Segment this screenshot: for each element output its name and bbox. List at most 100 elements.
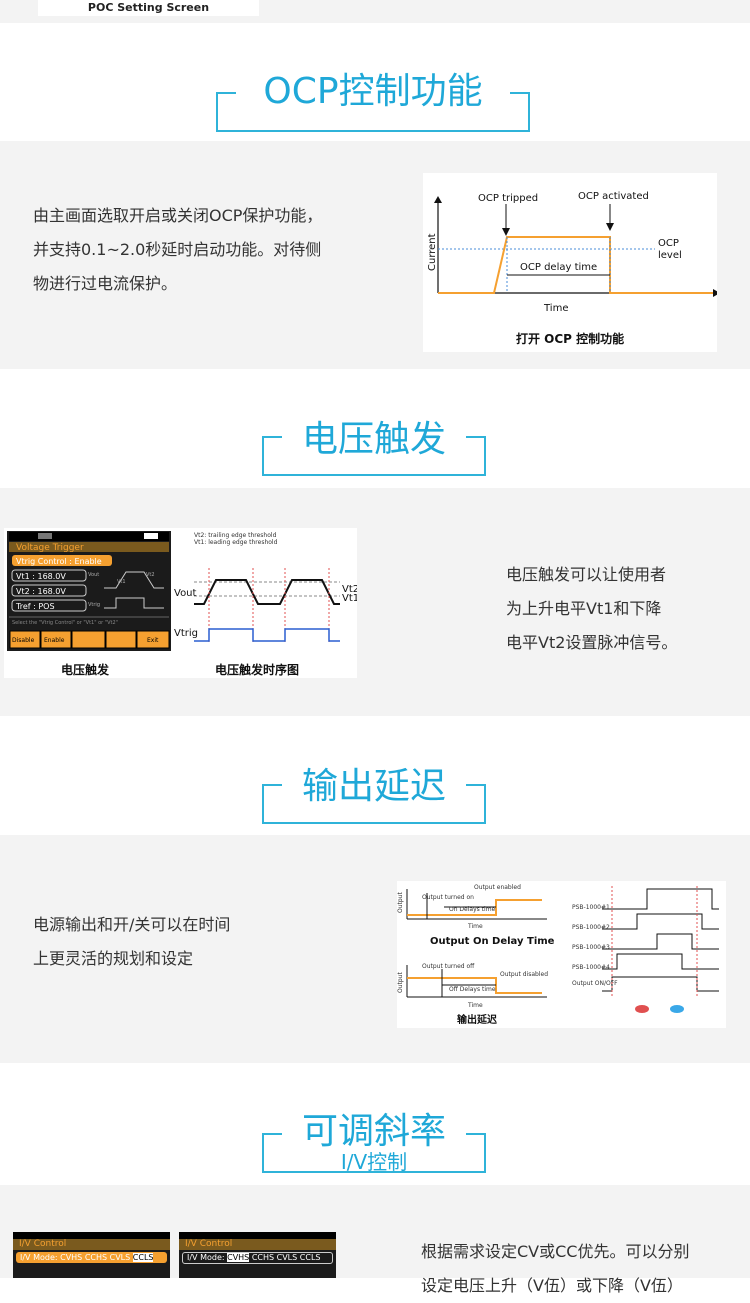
iv-mode-option: CCHS [84, 1253, 108, 1262]
screen-vout-wave [104, 571, 164, 589]
timing-note-vt1: Vt1: leading edge threshold [194, 539, 278, 546]
iv-mode-option-selected: CVHS [227, 1253, 250, 1262]
vtrig-heading: 电压触发 [301, 419, 446, 460]
timing-note-vt2: Vt2: trailing edge threshold [194, 532, 277, 539]
vtrig-caption-left: 电压触发 [61, 662, 110, 677]
delay-desc-line: 上更灵活的规划和设定 [33, 949, 194, 968]
delay-section: 电源输出和开/关可以在时间 上更灵活的规划和设定 Output turned o… [0, 835, 750, 1063]
iv-mode-option: CVLS [276, 1253, 298, 1262]
output-turned-off-label: Output turned off [422, 963, 475, 970]
off-output-label: Output [397, 972, 404, 993]
current-label: Current [427, 233, 438, 271]
screen-hint: Select the "Vtrig Control" or "Vt1" or "… [12, 620, 118, 626]
ocp-level-label-2: level [658, 250, 682, 261]
slew-description: 根据需求设定CV或CC优先。可以分别 设定电压上升（V伍）或下降（V伍） [421, 1235, 746, 1303]
vt1-field [11, 569, 87, 582]
delay-diagram: Output turned on Output enabled On Delay… [397, 884, 719, 1026]
iv-screen-right: I/V Control I/V Mode: CVHS CCHS CVLS CCL… [179, 1232, 336, 1278]
delay-caption: 输出延迟 [457, 1013, 497, 1026]
tref-field [11, 599, 87, 612]
on-output-label: Output [397, 892, 404, 913]
screen-status-bar [9, 532, 169, 541]
vtrig-figure: Voltage Trigger Vtrig Control : Enable V… [4, 528, 359, 678]
vtrig-description: 电压触发可以让使用者 为上升电平Vt1和下降 电平Vt2设置脉冲信号。 [506, 558, 736, 660]
ocp-level-label: OCP [658, 238, 679, 249]
iv-header-left: I/V Control [13, 1239, 170, 1250]
vtrig-control-field [12, 555, 112, 566]
psb-wave-1 [602, 888, 719, 910]
softkey-blank-1 [71, 630, 106, 649]
vt1-text: Vt1 : 168.0V [16, 572, 66, 581]
on-delay-title: Output On Delay Time [430, 936, 555, 947]
slew-section: I/V Control I/V Mode: CVHS CCHS CVLS CCL… [0, 1185, 750, 1295]
vtrig-desc-line: 为上升电平Vt1和下降 [506, 599, 662, 618]
timing-vt1-label: Vt1 [342, 593, 357, 604]
ocp-delay-label: OCP delay time [520, 262, 597, 273]
psb-label-4: PSB-1000#4 [572, 964, 610, 971]
timing-vtrig-label: Vtrig [174, 628, 198, 639]
softkey-exit [136, 630, 170, 649]
ocp-heading-frame [216, 92, 530, 132]
ocp-section: 由主画面选取开启或关闭OCP保护功能， 并支持0.1~2.0秒延时启动功能。对待… [0, 141, 750, 369]
ocp-description: 由主画面选取开启或关闭OCP保护功能， 并支持0.1~2.0秒延时启动功能。对待… [33, 199, 393, 301]
iv-mode-option-selected: CCLS [132, 1253, 154, 1262]
output-disabled-label: Output disabled [500, 971, 548, 978]
vtrig-control-text: Vtrig Control : Enable [16, 557, 102, 566]
psb-label-2: PSB-1000#2 [572, 924, 610, 931]
vtrig-diagram: Voltage Trigger Vtrig Control : Enable V… [7, 531, 359, 677]
slew-heading: 可调斜率 [301, 1111, 446, 1152]
activated-arrowhead [606, 223, 614, 231]
psb-label-1: PSB-1000#1 [572, 904, 610, 911]
vtrig-section: Voltage Trigger Vtrig Control : Enable V… [0, 488, 750, 716]
current-trace [438, 236, 713, 294]
softkey-enable [40, 630, 72, 649]
ocp-desc-line: 由主画面选取开启或关闭OCP保护功能， [33, 206, 323, 225]
ocp-desc-line: 并支持0.1~2.0秒延时启动功能。对待侧 [33, 240, 322, 259]
status-icons [144, 533, 158, 539]
vt2-field [11, 584, 87, 597]
iv-screen-left: I/V Control I/V Mode: CVHS CCHS CVLS CCL… [13, 1232, 170, 1278]
vt2-text: Vt2 : 168.0V [16, 587, 66, 596]
delay-heading-frame [262, 784, 486, 824]
softkey-row: Disable Enable Exit [9, 630, 170, 649]
ocp-heading: OCP控制功能 [263, 71, 483, 112]
slew-heading-frame [262, 1133, 486, 1173]
vtrig-desc-line: 电平Vt2设置脉冲信号。 [506, 633, 678, 652]
legend-red-dot [635, 1005, 649, 1013]
softkey-disable-label: Disable [12, 637, 35, 644]
iv-header-right: I/V Control [179, 1239, 336, 1250]
psb-wave-3 [602, 933, 719, 950]
delay-heading: 输出延迟 [301, 766, 446, 807]
softkey-enable-label: Enable [44, 637, 65, 644]
vout-wave [194, 579, 340, 605]
timing-vout-label: Vout [174, 588, 197, 599]
softkey-exit-label: Exit [147, 637, 159, 644]
on-delay-label: On Delays time [449, 906, 496, 913]
status-tab [38, 533, 52, 539]
slew-subheading: I/V控制 [340, 1150, 408, 1174]
delay-figure: Output turned on Output enabled On Delay… [397, 881, 726, 1028]
iv-mode-label: I/V Mode: [187, 1253, 225, 1262]
off-delay-label: Off Delays time [449, 986, 496, 993]
iv-mode-option: CCHS [251, 1253, 275, 1262]
tripped-arrowhead [502, 228, 510, 236]
iv-mode-right: I/V Mode: CVHS CCHS CVLS CCLS [182, 1252, 333, 1264]
legend-blue-dot [670, 1005, 684, 1013]
vtrig-wave [194, 628, 340, 642]
time-label: Time [543, 303, 568, 314]
psb-label-3: PSB-1000#3 [572, 944, 610, 951]
delay-desc-line: 电源输出和开/关可以在时间 [33, 915, 231, 934]
iv-mode-option: CVHS [60, 1253, 83, 1262]
psb-wave-2 [602, 913, 719, 930]
screen-vt2-label: Vt2 [146, 572, 155, 578]
ocp-figure: OCP tripped OCP activated OCP level OCP … [423, 173, 720, 352]
psb-wave-4 [602, 953, 719, 970]
screen-vout-label: Vout [88, 572, 99, 578]
screen-header-bar [9, 542, 169, 552]
iv-mode-label: I/V Mode: [20, 1253, 58, 1262]
ocp-diagram: OCP tripped OCP activated OCP level OCP … [427, 191, 720, 346]
top-strip: POC Setting Screen [0, 0, 750, 23]
slew-desc-line: 设定电压上升（V伍）或下降（V伍） [421, 1276, 683, 1295]
softkey-disable [9, 630, 41, 649]
screen-vt1-label: Vt1 [117, 579, 126, 585]
